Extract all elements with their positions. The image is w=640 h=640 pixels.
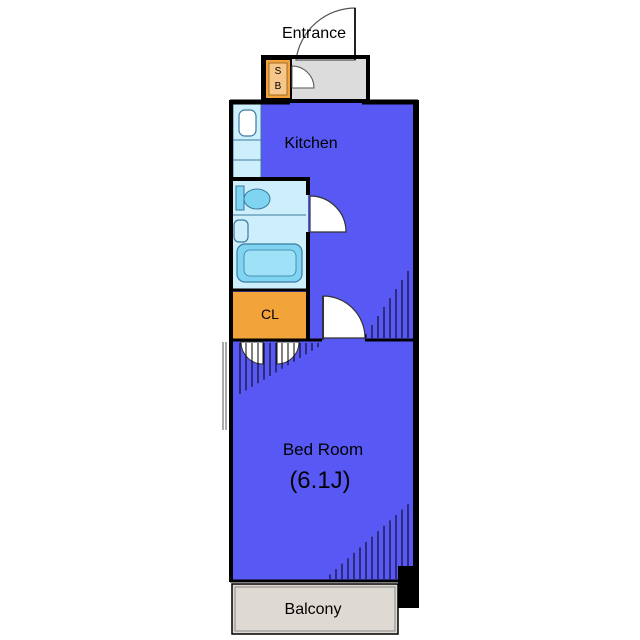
bedroom-door-swing [322, 295, 366, 339]
kitchen-label: Kitchen [284, 135, 337, 152]
shoe-box-inner [268, 62, 288, 96]
entrance-door-swing [295, 7, 356, 61]
balcony-label: Balcony [285, 601, 342, 618]
hatch-bedroom-top [239, 343, 319, 394]
bathroom [232, 180, 308, 290]
sb-door-swing [291, 65, 315, 89]
shoe-box-label-top: S [275, 66, 282, 77]
kitchen-counter [232, 103, 262, 179]
hatch-bedroom-bottom [329, 504, 409, 579]
balcony [231, 583, 399, 635]
closet-label: CL [261, 306, 279, 322]
toilet-tank [235, 185, 245, 211]
walls [229, 99, 419, 608]
closet [232, 292, 308, 339]
hatch-kitchen [365, 271, 409, 338]
bedroom-size-label: (6.1J) [289, 467, 350, 494]
bedroom-label: Bed Room [283, 440, 363, 459]
bathroom-door-swing [309, 195, 347, 233]
shoe-box-label-bottom: B [275, 81, 282, 92]
washbasin-icon [233, 219, 249, 243]
left-window [222, 342, 227, 430]
entrance-walls [261, 55, 370, 103]
sink-icon [238, 109, 257, 137]
entrance-label: Entrance [282, 25, 346, 42]
entrance-area: S B [261, 7, 370, 103]
toilet-icon [243, 188, 271, 210]
